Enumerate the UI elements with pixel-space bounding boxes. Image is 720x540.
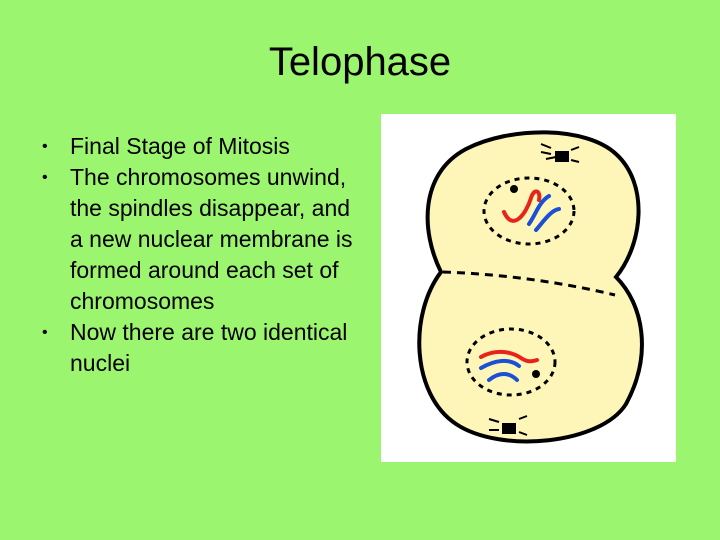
chromosome-red-bottom (479, 349, 539, 364)
nucleolus-bottom (532, 370, 540, 378)
chromosome-red-top (502, 189, 542, 223)
chromosome-blue-bottom-2 (487, 372, 519, 382)
bullet-dot-icon: • (42, 169, 48, 186)
bullet-dot-icon: • (42, 138, 48, 155)
bullet-item: • The chromosomes unwind, the spindles d… (42, 162, 362, 317)
telophase-cell-svg (417, 130, 644, 444)
bullet-text: Now there are two identical nuclei (70, 319, 348, 376)
nuclear-membrane-top (482, 176, 576, 246)
chromosome-blue-top-2 (534, 207, 561, 232)
bullet-text: Final Stage of Mitosis (70, 133, 290, 159)
cell-membrane (417, 130, 644, 444)
slide-title: Telophase (0, 40, 720, 85)
bullet-item: • Final Stage of Mitosis (42, 131, 362, 162)
centriole-top (540, 143, 580, 163)
telophase-cell-illustration (381, 114, 676, 462)
chromosome-blue-top-1 (527, 194, 551, 226)
bullet-text: The chromosomes unwind, the spindles dis… (70, 164, 353, 314)
nuclear-membrane-bottom (465, 327, 557, 397)
centriole-bottom (488, 415, 528, 436)
bullet-list: • Final Stage of Mitosis • The chromosom… (42, 131, 362, 379)
chromosome-blue-bottom-1 (479, 359, 521, 370)
bullet-item: • Now there are two identical nuclei (42, 317, 362, 379)
nucleolus-top (510, 185, 518, 193)
cleavage-line (442, 270, 616, 297)
bullet-dot-icon: • (42, 324, 48, 341)
slide-title-text: Telophase (268, 40, 452, 84)
